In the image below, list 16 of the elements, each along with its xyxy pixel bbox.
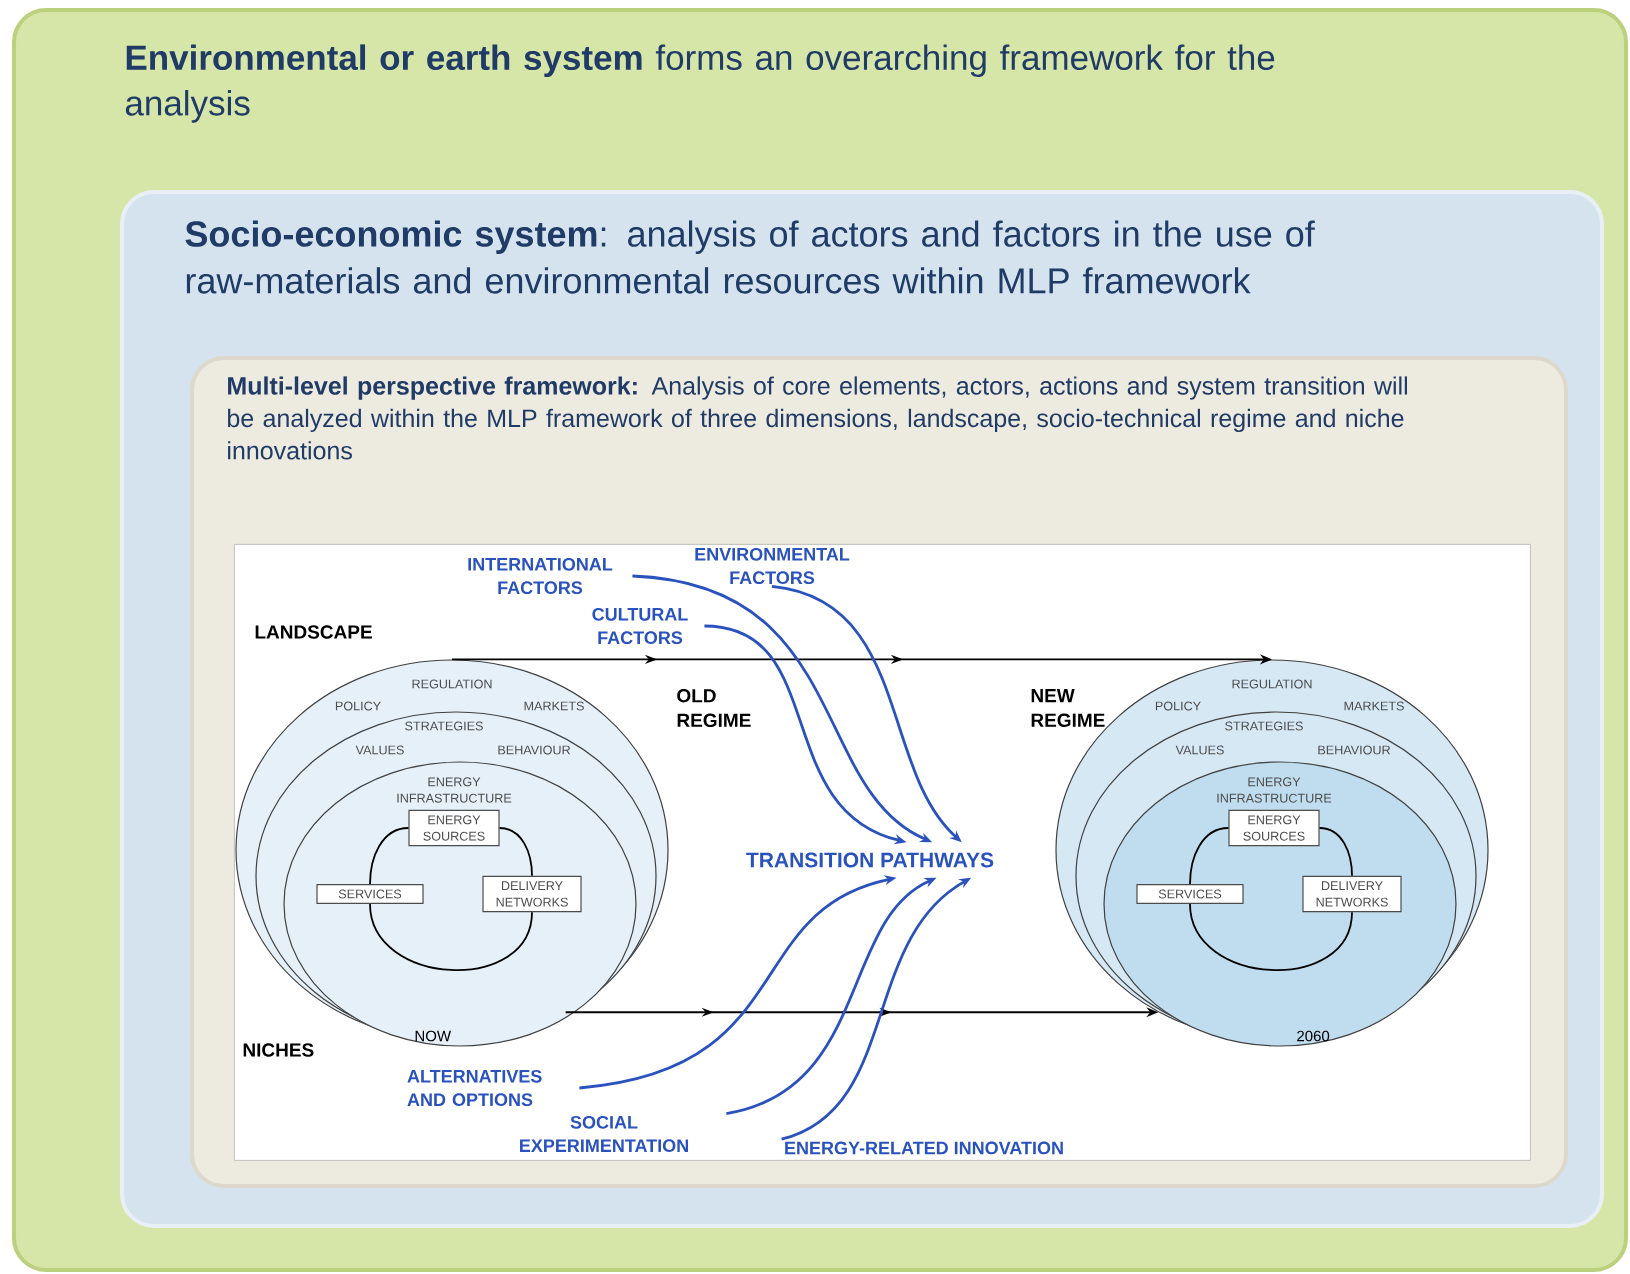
axis-label: NICHES [243, 1043, 314, 1057]
factor-label: CULTURAL FACTORS [592, 607, 688, 645]
factor-label: ENVIRONMENTAL FACTORS [695, 547, 850, 585]
connector-arc [369, 903, 533, 971]
factor-label: TRANSITION PATHWAYS [746, 852, 994, 868]
connector-arc [1189, 827, 1230, 885]
factor-label: SOCIAL EXPERIMENTATION [520, 1115, 688, 1153]
axis-label: LANDSCAPE [255, 625, 372, 639]
connector-arc [1318, 827, 1353, 877]
connector-arc [498, 827, 533, 877]
connector-arc [1189, 903, 1353, 971]
connector-arc [369, 827, 410, 885]
factor-label: ENERGY-RELATED INNOVATION [785, 1141, 1063, 1155]
factor-label: INTERNATIONAL FACTORS [468, 557, 613, 595]
axis-label: OLD REGIME [677, 688, 751, 727]
factor-label: ALTERNATIVES AND OPTIONS [407, 1069, 542, 1107]
